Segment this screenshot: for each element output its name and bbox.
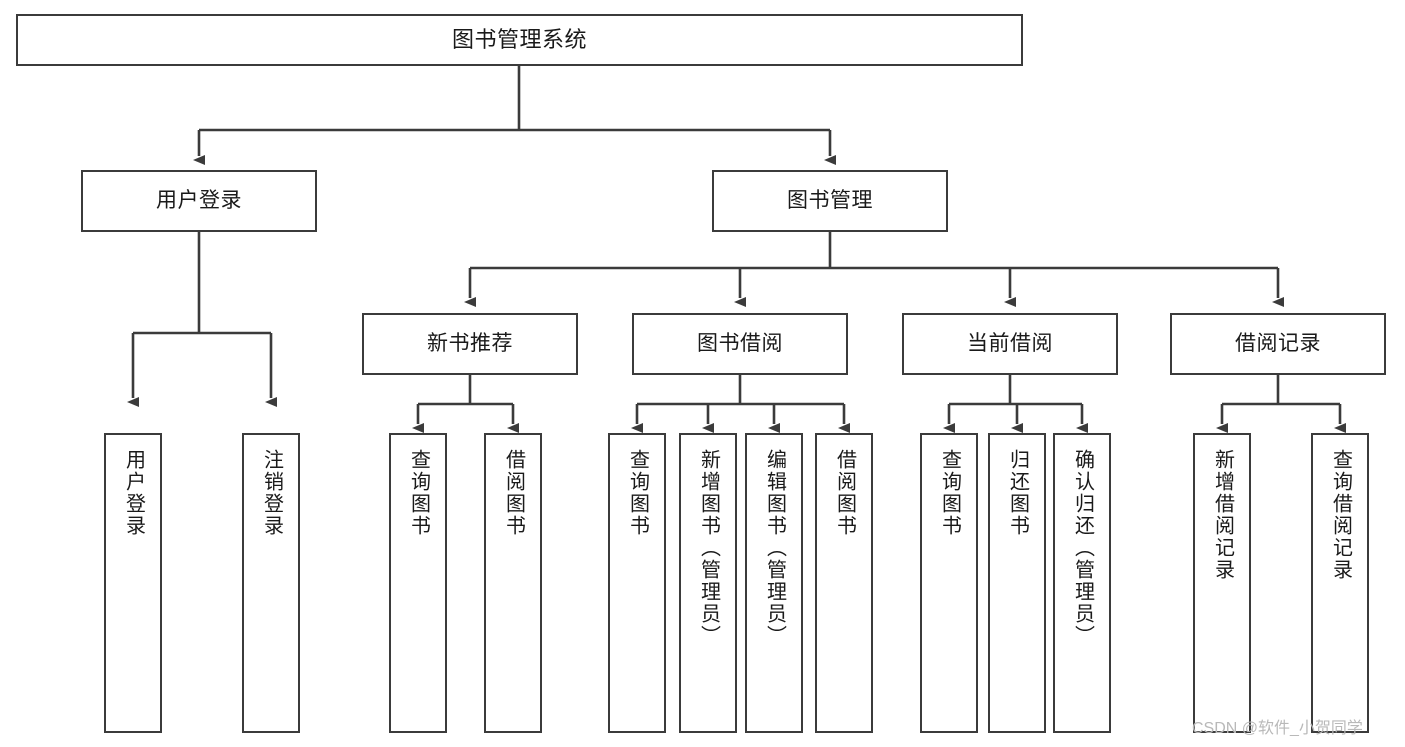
node-label: 用户登录 [156, 188, 242, 212]
node-label: 借阅图书 [833, 449, 856, 537]
node-label: 编辑图书（管理员） [763, 449, 786, 647]
leaf-current-return-book[interactable]: 归还图书 [988, 433, 1046, 733]
leaf-record-add-record[interactable]: 新增借阅记录 [1193, 433, 1251, 733]
node-book-management[interactable]: 图书管理 [712, 170, 948, 232]
node-label: 注销登录 [260, 449, 283, 537]
node-new-book-recommend[interactable]: 新书推荐 [362, 313, 578, 375]
node-root-system[interactable]: 图书管理系统 [16, 14, 1023, 66]
node-label: 确认归还（管理员） [1071, 449, 1094, 647]
leaf-borrow-edit-book[interactable]: 编辑图书（管理员） [745, 433, 803, 733]
node-label: 图书管理 [787, 188, 873, 212]
leaf-record-query-record[interactable]: 查询借阅记录 [1311, 433, 1369, 733]
leaf-current-query-book[interactable]: 查询图书 [920, 433, 978, 733]
node-label: 图书借阅 [697, 331, 783, 355]
node-label: 查询图书 [626, 449, 649, 537]
node-borrow-record[interactable]: 借阅记录 [1170, 313, 1386, 375]
node-label: 借阅记录 [1235, 331, 1321, 355]
leaf-user-login-logout[interactable]: 注销登录 [242, 433, 300, 733]
node-label: 查询借阅记录 [1329, 449, 1352, 581]
node-label: 归还图书 [1006, 449, 1029, 537]
leaf-borrow-add-book[interactable]: 新增图书（管理员） [679, 433, 737, 733]
node-label: 图书管理系统 [451, 27, 587, 53]
node-label: 新书推荐 [427, 331, 513, 355]
leaf-user-login-login[interactable]: 用户登录 [104, 433, 162, 733]
node-label: 查询图书 [938, 449, 961, 537]
node-current-borrow[interactable]: 当前借阅 [902, 313, 1118, 375]
node-user-login[interactable]: 用户登录 [81, 170, 317, 232]
leaf-recommend-borrow-book[interactable]: 借阅图书 [484, 433, 542, 733]
node-label: 当前借阅 [967, 331, 1053, 355]
leaf-recommend-query-book[interactable]: 查询图书 [389, 433, 447, 733]
leaf-current-confirm-return[interactable]: 确认归还（管理员） [1053, 433, 1111, 733]
watermark-text: CSDN @软件_小贺同学 [1192, 720, 1363, 737]
leaf-borrow-query-book[interactable]: 查询图书 [608, 433, 666, 733]
leaf-borrow-borrow-book[interactable]: 借阅图书 [815, 433, 873, 733]
node-label: 新增借阅记录 [1211, 449, 1234, 581]
node-label: 借阅图书 [502, 449, 525, 537]
node-book-borrow[interactable]: 图书借阅 [632, 313, 848, 375]
node-label: 用户登录 [122, 449, 145, 537]
node-label: 查询图书 [407, 449, 430, 537]
node-label: 新增图书（管理员） [697, 449, 720, 647]
